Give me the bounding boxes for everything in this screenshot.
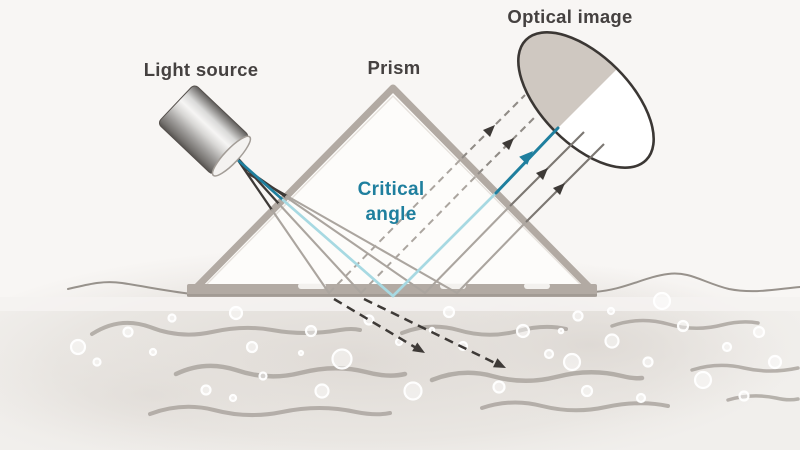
incident-ray-inside-prism <box>284 195 427 295</box>
partial-reflection-inside-prism <box>360 173 479 294</box>
partial-reflection-inside-prism <box>328 157 463 294</box>
refracted-ray <box>363 297 498 366</box>
tir-ray-inside-prism <box>424 205 511 294</box>
critical-ray-inside-prism-up <box>391 191 498 298</box>
critical-ray-from-source <box>237 159 285 202</box>
prism-base <box>187 284 597 297</box>
critical-ray-arrowhead <box>519 146 538 165</box>
refracted-rays <box>333 297 498 366</box>
light-source-cylinder <box>158 85 252 177</box>
critical-angle-label-line2: angle <box>365 204 417 225</box>
refracted-ray <box>333 297 419 351</box>
incident-ray-inside-prism <box>270 208 331 295</box>
tir-ray-inside-prism <box>456 221 527 294</box>
light-source-label: Light source <box>143 59 259 80</box>
optical-image-disc <box>517 31 655 169</box>
incident-ray-inside-prism <box>277 202 363 295</box>
optical-image-shaded-half <box>518 32 618 132</box>
partial-reflection-ray <box>461 94 526 159</box>
water-surface-line <box>67 272 800 295</box>
incident-ray-inside-prism <box>285 194 459 295</box>
critical-angle-label-line1: Critical <box>357 179 425 200</box>
tir-ray <box>525 143 605 223</box>
optical-image-label: Optical image <box>507 6 633 27</box>
critical-angle-label: Critical angle <box>358 177 425 227</box>
wave-squiggles <box>90 318 800 418</box>
bubbles <box>69 291 783 404</box>
cylinder-lens-cap <box>211 135 252 177</box>
prism-label: Prism <box>367 57 421 78</box>
critical-ray-inside-prism-down <box>281 198 395 298</box>
